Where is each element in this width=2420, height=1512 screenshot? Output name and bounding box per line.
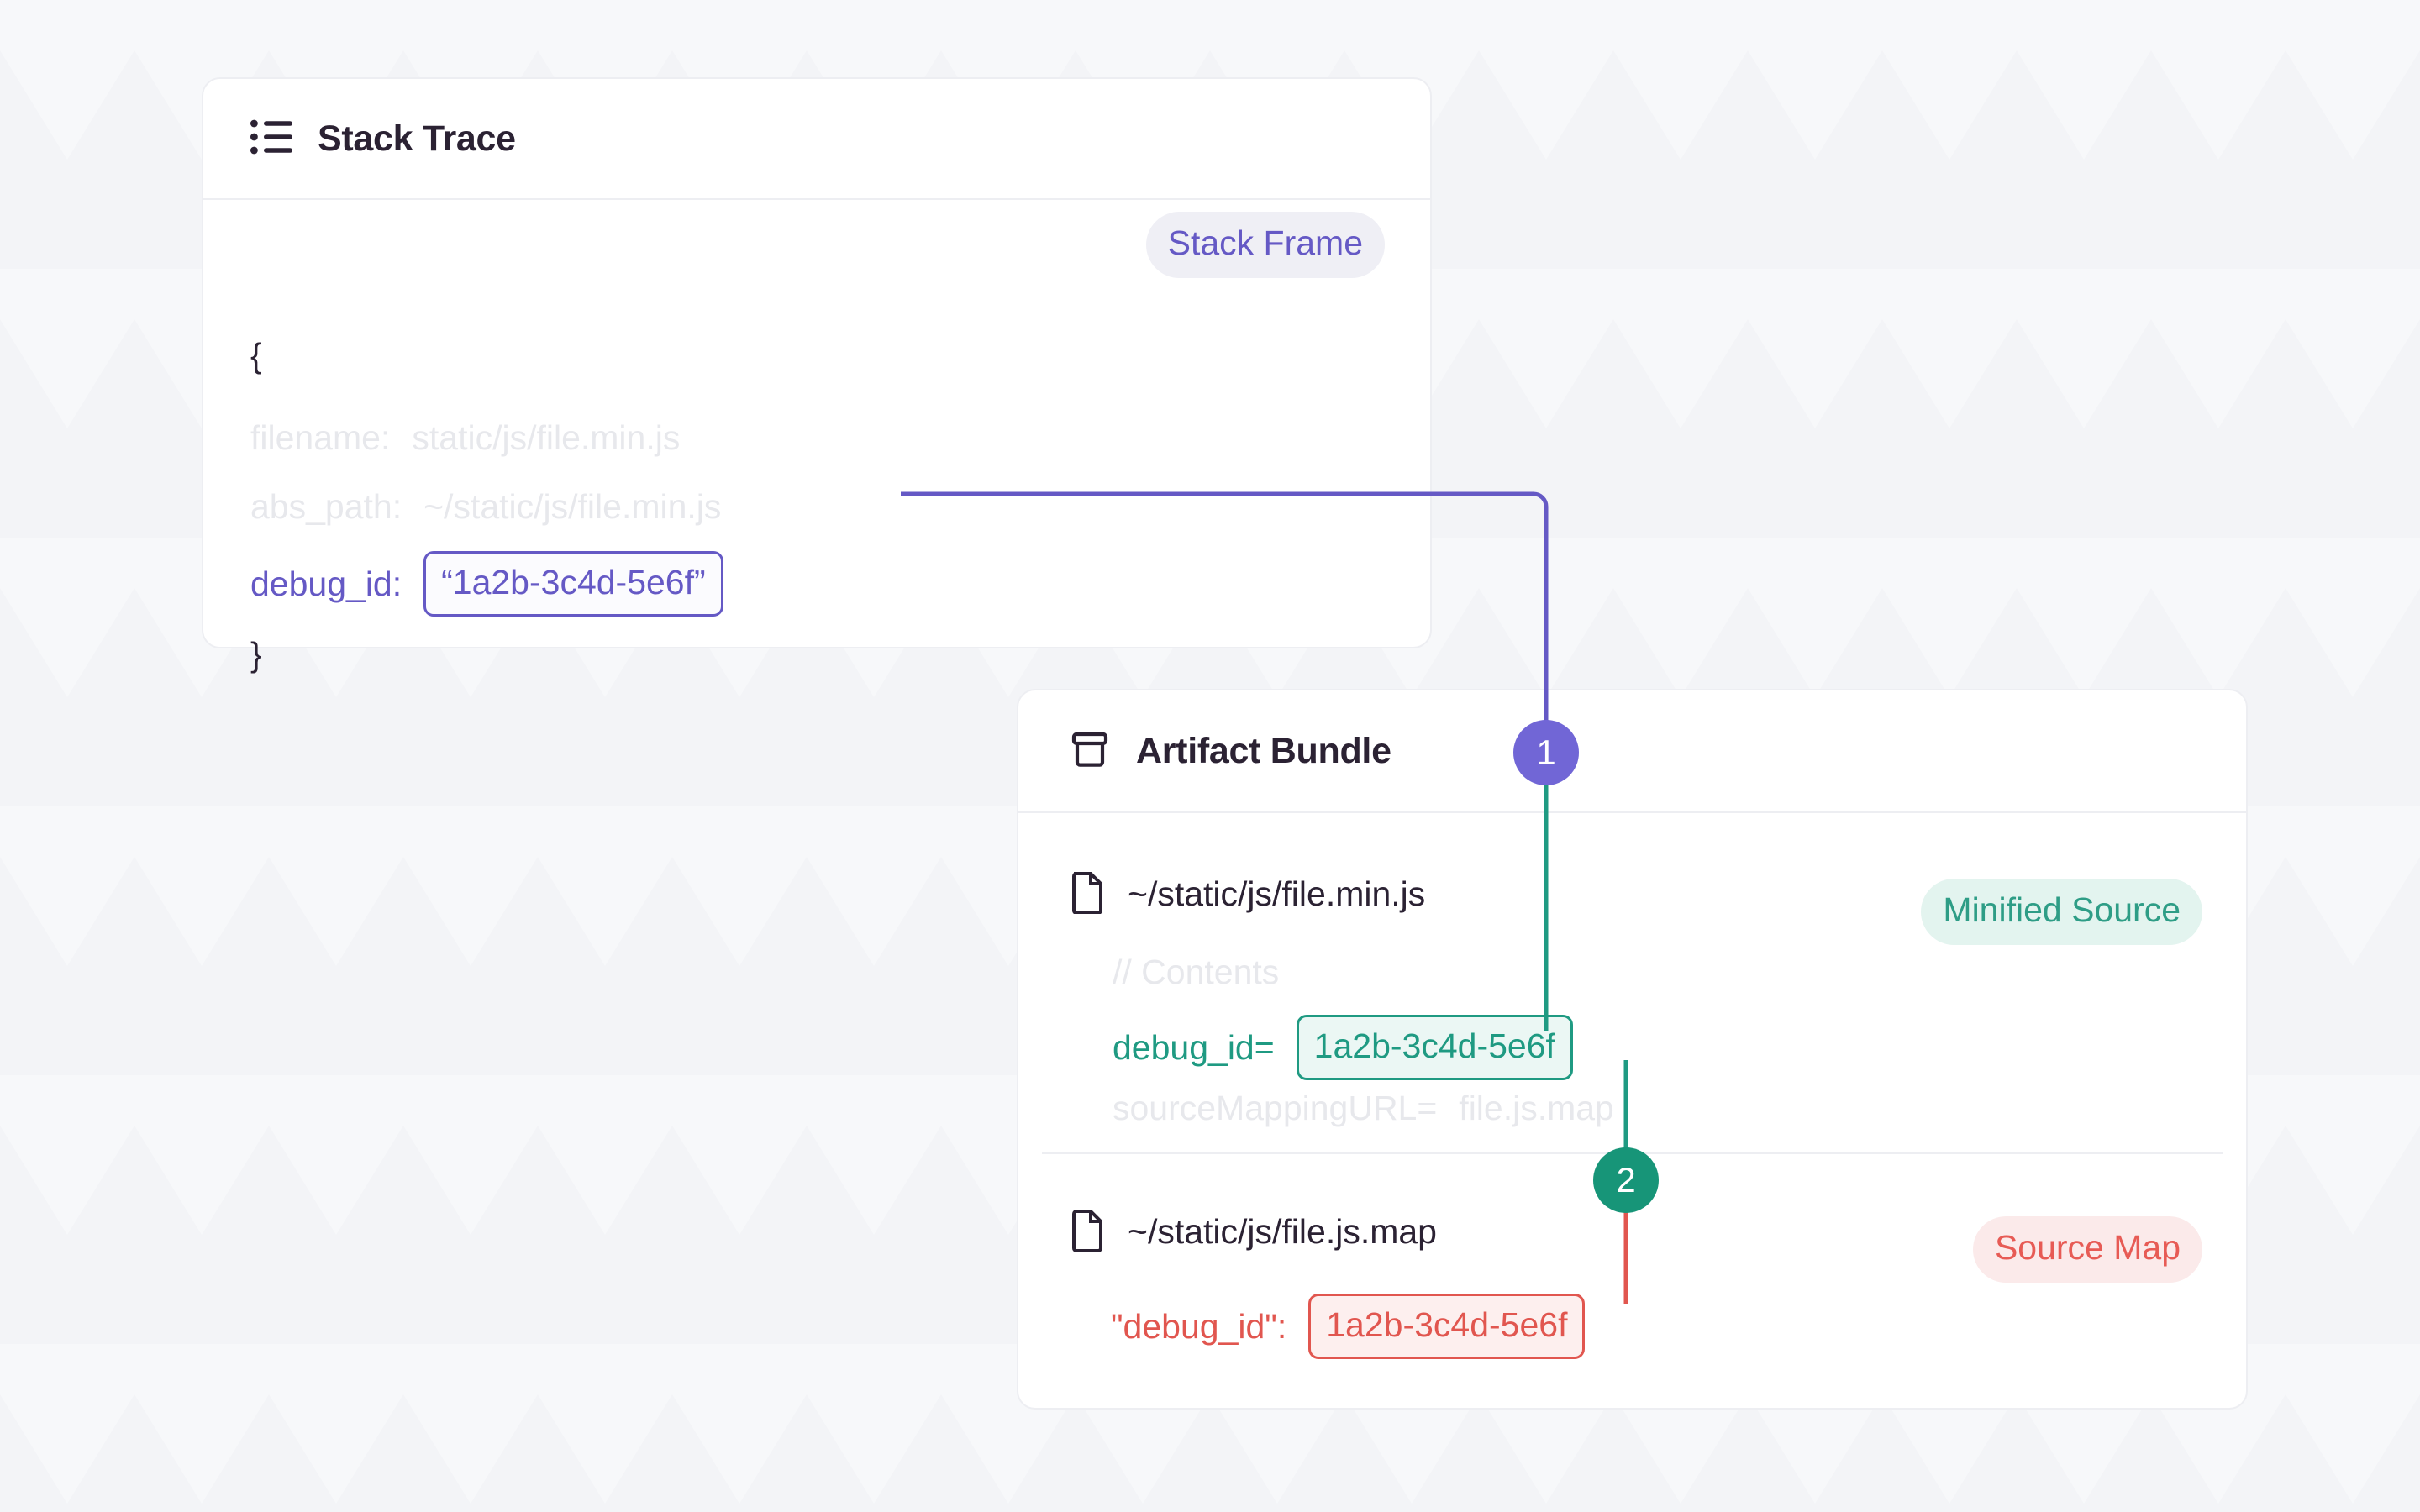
bundle-file-name-minified: ~/static/js/file.min.js [1128, 874, 1426, 913]
field-debug-id-key: debug_id: [250, 564, 402, 603]
field-filename-key: filename: [250, 418, 391, 457]
bundle-file-row-sourcemap[interactable]: ~/static/js/file.js.map [1069, 1208, 1437, 1256]
source-map-badge: Source Map [1972, 1216, 2202, 1283]
bundle-line-contents: // Contents [1113, 953, 1280, 991]
field-abs-path-key: abs_path: [250, 487, 402, 526]
field-debug-id: debug_id: “1a2b-3c4d-5e6f” [250, 551, 723, 617]
close-brace: } [250, 635, 262, 674]
sourcemap-debug-id-chip[interactable]: 1a2b-3c4d-5e6f [1308, 1294, 1586, 1359]
bundle-sourcemappingurl-key: sourceMappingURL= [1113, 1089, 1438, 1127]
bundle-sourcemappingurl-value: file.js.map [1459, 1089, 1614, 1127]
stack-trace-panel: Stack Trace { filename: static/js/file.m… [202, 77, 1432, 674]
bundle-debug-id-chip[interactable]: 1a2b-3c4d-5e6f [1296, 1015, 1573, 1080]
bundle-debug-id-key: debug_id= [1113, 1027, 1275, 1067]
stack-frame-badge: Stack Frame [1145, 212, 1385, 278]
stack-trace-debug-id-chip[interactable]: “1a2b-3c4d-5e6f” [424, 551, 723, 617]
minified-source-badge: Minified Source [1921, 879, 2202, 945]
sourcemap-line-debug-id: "debug_id": 1a2b-3c4d-5e6f [1111, 1294, 1586, 1359]
open-brace: { [250, 336, 262, 375]
list-icon [250, 118, 294, 160]
bundle-line-debug-id: debug_id= 1a2b-3c4d-5e6f [1113, 1015, 1573, 1080]
connector-marker-1: 1 [1513, 720, 1579, 785]
file-icon [1069, 870, 1104, 918]
artifact-bundle-header: Artifact Bundle [1018, 690, 2246, 813]
bundle-file-row-minified[interactable]: ~/static/js/file.min.js [1069, 870, 1425, 918]
archive-box-icon [1069, 728, 1111, 774]
bundle-file-name-sourcemap: ~/static/js/file.js.map [1128, 1212, 1437, 1251]
connector-marker-2: 2 [1593, 1147, 1659, 1213]
stack-trace-header: Stack Trace [203, 79, 1430, 200]
bundle-line-sourcemappingurl: sourceMappingURL= file.js.map [1113, 1089, 1614, 1128]
file-icon [1069, 1208, 1104, 1256]
sourcemap-debug-id-key: "debug_id": [1111, 1306, 1287, 1346]
field-filename-value: static/js/file.min.js [412, 418, 681, 457]
artifact-bundle-panel: Artifact Bundle ~/static/js/file.min.js … [1017, 689, 2248, 1410]
stack-trace-title: Stack Trace [318, 118, 516, 159]
field-abs-path: abs_path: ~/static/js/file.min.js [250, 487, 721, 527]
field-abs-path-value: ~/static/js/file.min.js [424, 487, 722, 526]
artifact-bundle-title: Artifact Bundle [1136, 730, 1392, 771]
field-filename: filename: static/js/file.min.js [250, 418, 680, 458]
